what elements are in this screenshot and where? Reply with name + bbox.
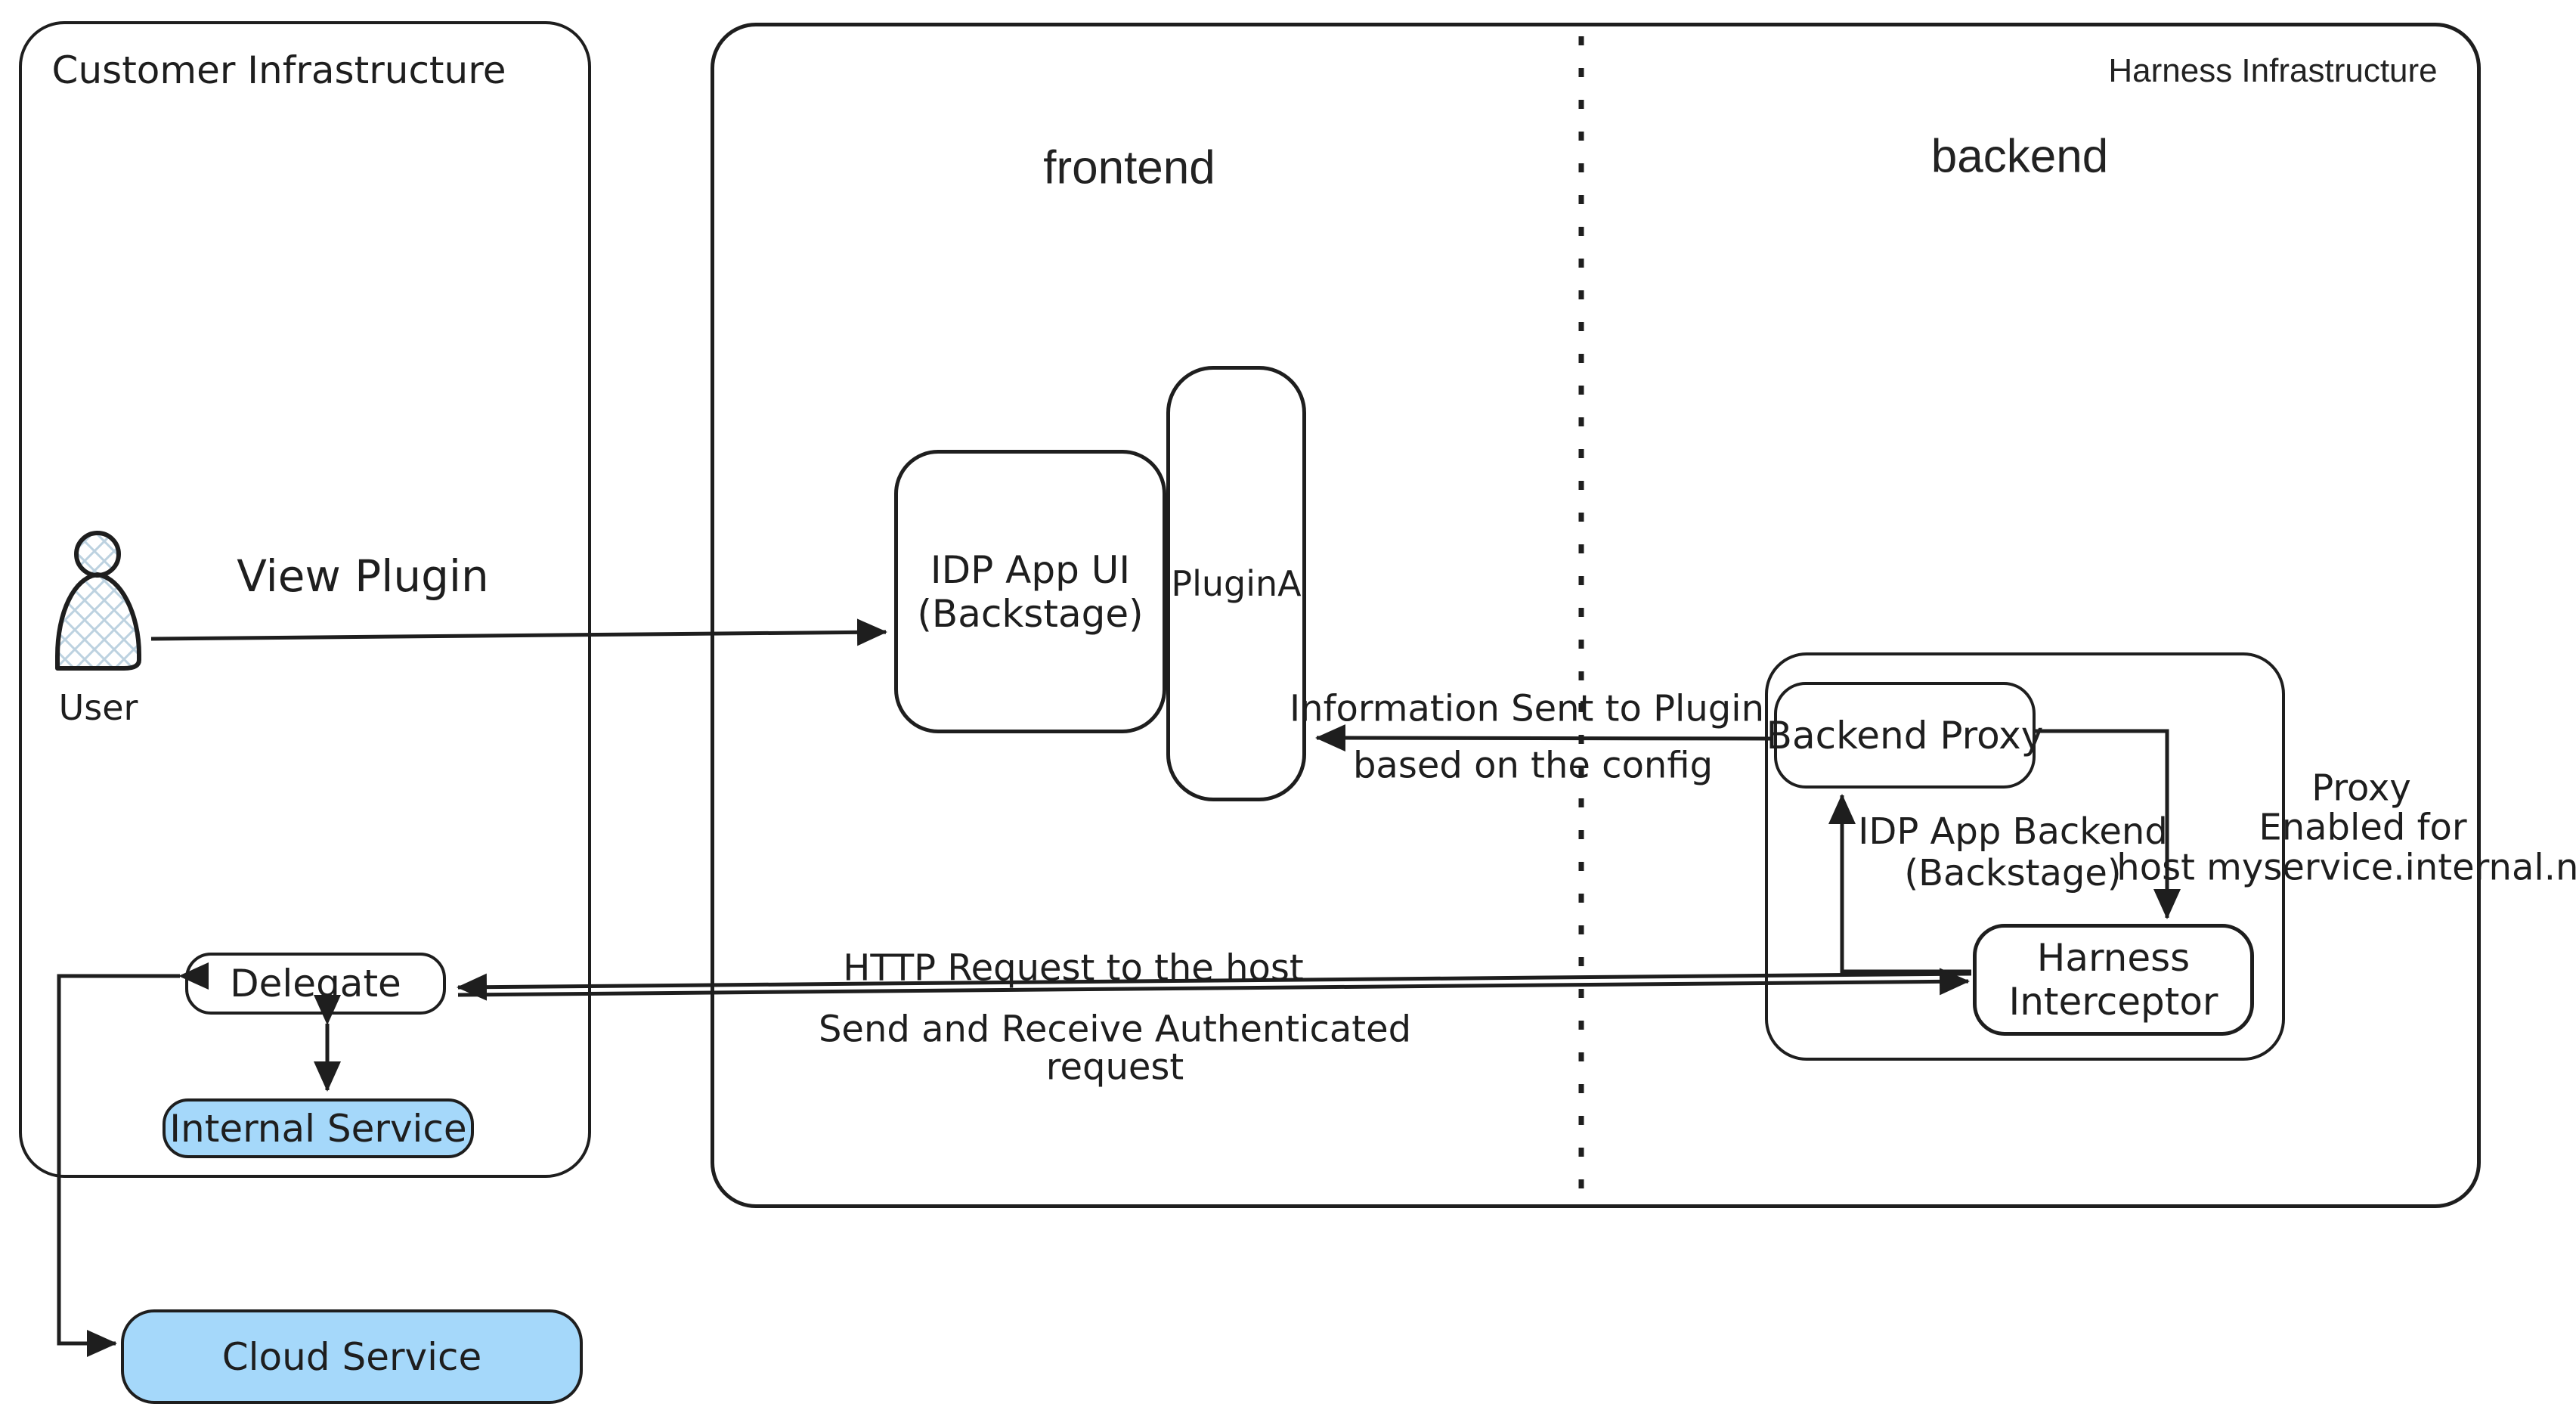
http-request-label-line2: Send and Receive Authenticated xyxy=(818,1008,1412,1051)
internal-service-label: Internal Service xyxy=(169,1106,467,1151)
info-sent-label-line1: Information Sent to Plugin xyxy=(1290,687,1764,730)
plugin-a-label: PluginA xyxy=(1171,563,1302,604)
user-label: User xyxy=(58,687,138,728)
proxy-note-line1: Proxy xyxy=(2311,767,2411,810)
idp-app-ui-label-line2: (Backstage) xyxy=(917,591,1144,636)
view-plugin-label: View Plugin xyxy=(237,550,489,602)
cloud-service-node: Cloud Service xyxy=(121,1309,583,1404)
http-request-label-line3: request xyxy=(1045,1046,1184,1089)
idp-app-ui-node: IDP App UI (Backstage) xyxy=(894,450,1166,733)
delegate-label: Delegate xyxy=(230,962,401,1005)
user-icon xyxy=(55,531,141,671)
info-sent-label-line2: based on the config xyxy=(1352,744,1714,787)
harness-interceptor-label-line1: Harness xyxy=(2036,936,2191,980)
plugin-a-node: PluginA xyxy=(1166,366,1306,801)
harness-interceptor-label-line2: Interceptor xyxy=(2008,980,2218,1024)
proxy-note-line3: host myservice.internal.net xyxy=(2116,846,2576,889)
cloud-service-label: Cloud Service xyxy=(221,1334,482,1379)
section-label-backend: backend xyxy=(1930,130,2109,183)
backend-proxy-node: Backend Proxy xyxy=(1766,682,2043,789)
idp-app-ui-label-line1: IDP App UI xyxy=(930,547,1131,592)
internal-service-node: Internal Service xyxy=(163,1098,474,1158)
delegate-node: Delegate xyxy=(185,953,446,1015)
section-label-frontend: frontend xyxy=(1043,141,1215,194)
proxy-note-line2: Enabled for xyxy=(2259,806,2467,849)
harness-infrastructure-title: Harness Infrastructure xyxy=(2108,52,2438,89)
backend-proxy-label: Backend Proxy xyxy=(1766,713,2044,758)
customer-infrastructure-title: Customer Infrastructure xyxy=(51,48,506,92)
http-request-label-line1: HTTP Request to the host xyxy=(843,947,1304,990)
harness-interceptor-node: Harness Interceptor xyxy=(1973,924,2254,1036)
